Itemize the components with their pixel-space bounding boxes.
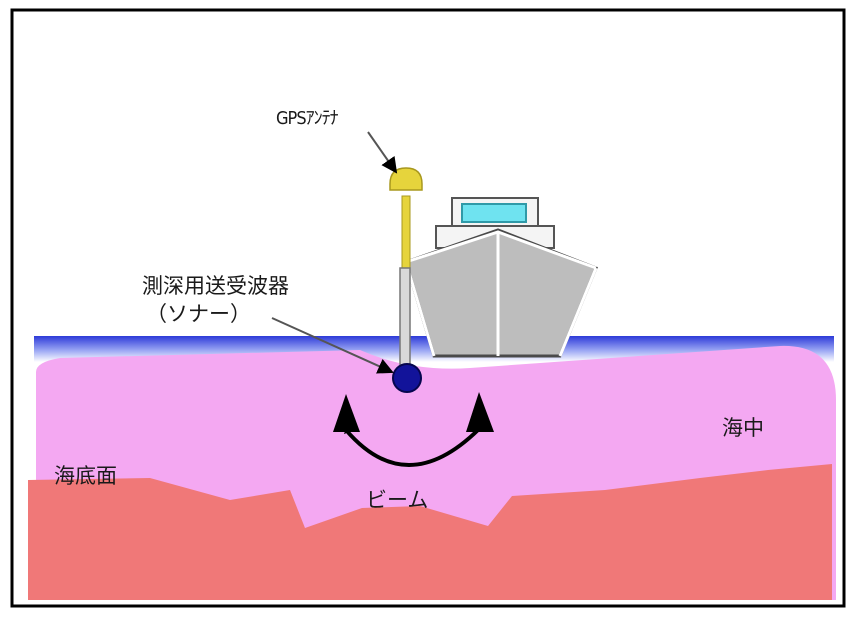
sonar-pole — [399, 267, 411, 373]
sonar-transducer-icon — [392, 363, 422, 393]
seabed — [28, 464, 832, 600]
beam-label: ビーム — [366, 488, 429, 512]
sea-label: 海中 — [722, 416, 764, 440]
gps-leader-line — [367, 131, 398, 174]
gps-antenna-label: GPSｱﾝﾃﾅ — [276, 108, 339, 129]
sonar-label-line2: （ソナー） — [146, 302, 251, 326]
seabed-label: 海底面 — [54, 464, 117, 488]
sonar-label-line1: 測深用送受波器 — [142, 274, 289, 298]
sonar-leader-line — [271, 317, 394, 374]
beam-arrow-icon — [333, 392, 494, 467]
